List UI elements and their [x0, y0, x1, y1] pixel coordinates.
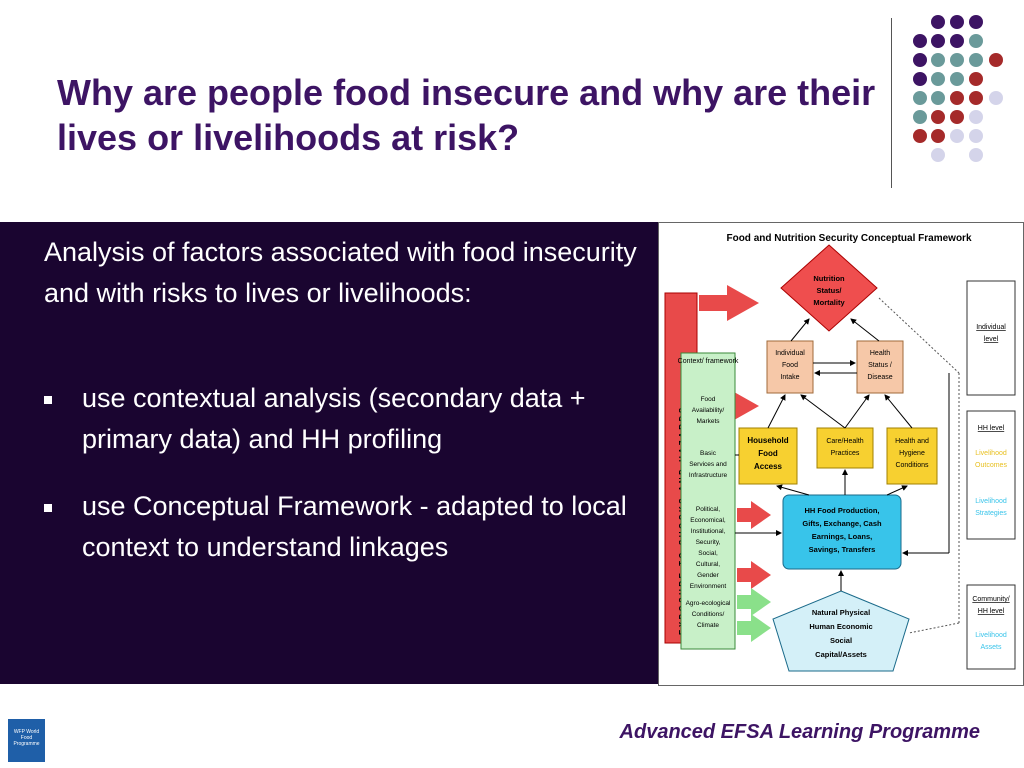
- intro-text: Analysis of factors associated with food…: [44, 237, 637, 308]
- decorative-dot: [950, 15, 964, 29]
- decorative-dot: [950, 34, 964, 48]
- decorative-dot: [913, 53, 927, 67]
- hh-level-label: HH level: [978, 425, 1005, 432]
- context-header: Context/ framework: [678, 358, 739, 365]
- decorative-dot: [931, 110, 945, 124]
- footer-programme-name: Advanced EFSA Learning Programme: [619, 721, 980, 743]
- decorative-dot: [950, 91, 964, 105]
- decorative-dot: [969, 34, 983, 48]
- content-panel: [0, 222, 658, 684]
- care-health-box: [816, 427, 874, 469]
- nutrition-diamond: [780, 244, 878, 332]
- hh-level-box: [966, 410, 1016, 540]
- hh-production-label: HH Food Production,Gifts, Exchange, Cash…: [802, 506, 882, 554]
- conceptual-framework-figure: Food and Nutrition Security Conceptual F…: [658, 222, 1024, 686]
- bullet-square-icon: [44, 504, 52, 512]
- health-status-box: [856, 340, 904, 394]
- bullet-contextual-analysis: use contextual analysis (secondary data …: [82, 383, 586, 454]
- decorative-dot: [931, 72, 945, 86]
- context-column: [680, 352, 736, 650]
- decorative-dot: [989, 53, 1003, 67]
- decorative-dot: [969, 129, 983, 143]
- decorative-dot: [913, 129, 927, 143]
- decorative-dot: [931, 129, 945, 143]
- bullet-conceptual-framework: use Conceptual Framework - adapted to lo…: [82, 491, 627, 562]
- decorative-dot: [931, 15, 945, 29]
- shock-arrow-3: [737, 501, 771, 529]
- decorative-dot: [969, 15, 983, 29]
- household-access-box: [738, 427, 798, 485]
- shock-arrow-4: [737, 561, 771, 589]
- decorative-dot-grid: [913, 15, 1003, 162]
- decorative-dot: [969, 91, 983, 105]
- decorative-dot: [950, 110, 964, 124]
- assets-pentagon: [772, 590, 910, 672]
- decorative-dot: [969, 72, 983, 86]
- figure-title: Food and Nutrition Security Conceptual F…: [726, 233, 971, 244]
- food-intake-box: [766, 340, 814, 394]
- decorative-dot: [931, 91, 945, 105]
- decorative-dot: [989, 91, 1003, 105]
- decorative-dot: [913, 72, 927, 86]
- health-hygiene-box: [886, 427, 938, 485]
- decorative-dot: [969, 110, 983, 124]
- decorative-dot: [913, 110, 927, 124]
- shock-arrow-5: [737, 588, 771, 616]
- slide-title: Why are people food insecure and why are…: [57, 72, 876, 158]
- shock-arrow-6: [737, 614, 771, 642]
- decorative-dot: [913, 34, 927, 48]
- decorative-dot: [931, 53, 945, 67]
- decorative-dot: [931, 148, 945, 162]
- community-level-label: Community/HH level: [972, 596, 1009, 615]
- decorative-dot: [950, 53, 964, 67]
- shock-arrow-1: [699, 285, 759, 321]
- decorative-dot: [931, 34, 945, 48]
- decorative-dot: [969, 148, 983, 162]
- context-item-3: Political,Economical,Institutional,Secur…: [690, 506, 727, 590]
- decorative-dot: [950, 129, 964, 143]
- decorative-dot: [950, 72, 964, 86]
- title-divider: [891, 18, 892, 188]
- individual-level-box: [966, 280, 1016, 396]
- community-level-box: [966, 584, 1016, 670]
- hh-production-box: [782, 494, 902, 570]
- bullet-square-icon: [44, 396, 52, 404]
- wfp-logo: WFP World Food Programme: [8, 719, 45, 762]
- decorative-dot: [913, 91, 927, 105]
- decorative-dot: [969, 53, 983, 67]
